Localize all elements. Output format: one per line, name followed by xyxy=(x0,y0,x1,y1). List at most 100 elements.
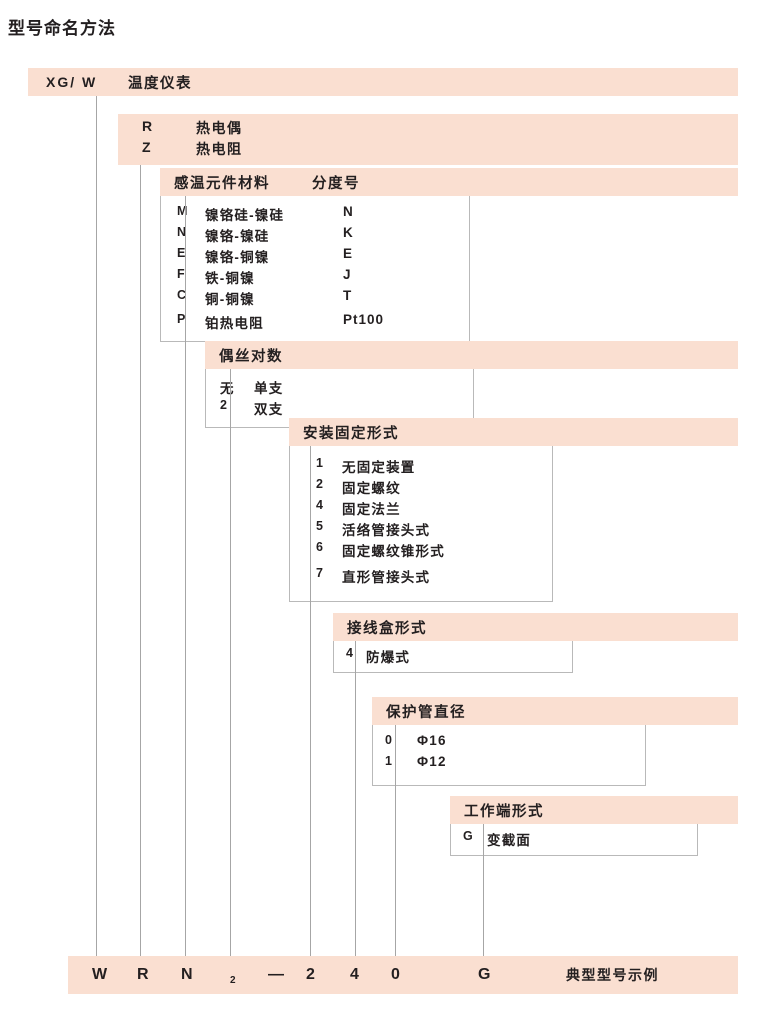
mounting-code-2: 2 xyxy=(316,477,324,491)
example-slot-g: G xyxy=(478,966,492,983)
list-item: R 热电偶 xyxy=(118,118,738,139)
example-note: 典型型号示例 xyxy=(566,967,659,983)
instrument-code: XG/ W xyxy=(46,74,98,90)
section-mounting: 安装固定形式 1 无固定装置 2 固定螺纹 4 固定法兰 5 活络管接头式 6 … xyxy=(289,418,738,602)
pairs-code-none: 无 xyxy=(220,381,235,396)
tube-label-0: Φ16 xyxy=(417,733,447,748)
connector-line-working-end xyxy=(483,824,484,956)
example-slot-0: 0 xyxy=(391,966,401,983)
material-label-c: 铜-铜镍 xyxy=(205,292,255,307)
mounting-code-5: 5 xyxy=(316,519,324,533)
material-label-n: 镍铬-镍硅 xyxy=(205,229,270,244)
list-item: F 铁-铜镍 J xyxy=(161,267,469,288)
mounting-code-7: 7 xyxy=(316,566,324,580)
type-band: R 热电偶 Z 热电阻 xyxy=(118,114,738,165)
example-slot-r: R xyxy=(137,966,150,983)
list-item: 4 固定法兰 xyxy=(290,498,552,519)
sensing-material-header: 感温元件材料 xyxy=(174,175,270,192)
junction-box-band: 接线盒形式 xyxy=(333,613,738,641)
grade-header: 分度号 xyxy=(312,175,360,192)
working-end-band: 工作端形式 xyxy=(450,796,738,824)
material-grade-e: E xyxy=(343,246,354,261)
connector-line-tube xyxy=(395,725,396,956)
material-grade-m: N xyxy=(343,204,354,219)
type-code-z: Z xyxy=(142,139,152,155)
material-label-f: 铁-铜镍 xyxy=(205,271,255,286)
material-code-f: F xyxy=(177,267,186,281)
mounting-band: 安装固定形式 xyxy=(289,418,738,446)
mounting-label-7: 直形管接头式 xyxy=(342,570,431,585)
example-slot-2: 2 xyxy=(306,966,316,983)
junction-label-4: 防爆式 xyxy=(366,650,411,665)
mounting-label-6: 固定螺纹锥形式 xyxy=(342,544,445,559)
example-slot-n: N xyxy=(181,966,194,983)
example-slot-4: 4 xyxy=(350,966,360,983)
section-junction-box: 接线盒形式 4 防爆式 xyxy=(333,613,738,673)
sensing-material-band: 感温元件材料 分度号 xyxy=(160,168,738,196)
material-code-c: C xyxy=(177,288,188,302)
pairs-code-2: 2 xyxy=(220,398,228,412)
junction-box-body: 4 防爆式 xyxy=(333,641,573,673)
type-label-z: 热电阻 xyxy=(196,141,243,157)
list-item: 0 Φ16 xyxy=(373,733,645,754)
material-label-p: 铂热电阻 xyxy=(205,316,264,331)
list-item: C 铜-铜镍 T xyxy=(161,288,469,309)
list-item: 5 活络管接头式 xyxy=(290,519,552,540)
section-type: R 热电偶 Z 热电阻 xyxy=(118,114,738,165)
section-wire-pairs: 偶丝对数 无 单支 2 双支 xyxy=(205,341,738,428)
section-working-end: 工作端形式 G 变截面 xyxy=(450,796,738,856)
example-slot-2sub: 2 xyxy=(230,975,237,986)
mounting-label-1: 无固定装置 xyxy=(342,460,416,475)
list-item: 1 无固定装置 xyxy=(290,456,552,477)
material-grade-f: J xyxy=(343,267,352,282)
junction-code-4: 4 xyxy=(346,646,354,660)
pairs-label-none: 单支 xyxy=(254,381,284,396)
working-end-label-g: 变截面 xyxy=(487,833,532,848)
list-item: 2 双支 xyxy=(206,398,473,419)
section-tube-diameter: 保护管直径 0 Φ16 1 Φ12 xyxy=(372,697,738,786)
tube-code-0: 0 xyxy=(385,733,393,747)
example-slot-w: W xyxy=(92,966,109,983)
list-item: 1 Φ12 xyxy=(373,754,645,775)
connector-line-pairs xyxy=(230,369,231,956)
material-label-m: 镍铬硅-镍硅 xyxy=(205,208,285,223)
material-code-m: M xyxy=(177,204,189,218)
mounting-label-2: 固定螺纹 xyxy=(342,481,401,496)
material-code-e: E xyxy=(177,246,187,260)
type-code-r: R xyxy=(142,118,154,134)
tube-diameter-body: 0 Φ16 1 Φ12 xyxy=(372,725,646,786)
working-end-code-g: G xyxy=(463,829,474,843)
list-item: P 铂热电阻 Pt100 xyxy=(161,309,469,333)
mounting-code-6: 6 xyxy=(316,540,324,554)
list-item: N 镍铬-镍硅 K xyxy=(161,225,469,246)
list-item: Z 热电阻 xyxy=(118,139,738,160)
list-item: 无 单支 xyxy=(206,377,473,398)
mounting-body: 1 无固定装置 2 固定螺纹 4 固定法兰 5 活络管接头式 6 固定螺纹锥形式… xyxy=(289,446,553,602)
material-grade-c: T xyxy=(343,288,353,303)
type-label-r: 热电偶 xyxy=(196,120,243,136)
section-sensing-material: 感温元件材料 分度号 M 镍铬硅-镍硅 N N 镍铬-镍硅 K E 镍铬-铜镍 … xyxy=(160,168,738,342)
page-title: 型号命名方法 xyxy=(8,19,116,38)
wire-pairs-header: 偶丝对数 xyxy=(219,348,283,365)
connector-line-type xyxy=(140,165,141,956)
material-grade-n: K xyxy=(343,225,354,240)
tube-diameter-header: 保护管直径 xyxy=(386,704,466,721)
mounting-header: 安装固定形式 xyxy=(303,425,399,442)
material-code-n: N xyxy=(177,225,188,239)
list-item: 6 固定螺纹锥形式 xyxy=(290,540,552,561)
tube-diameter-band: 保护管直径 xyxy=(372,697,738,725)
list-item: 2 固定螺纹 xyxy=(290,477,552,498)
tube-code-1: 1 xyxy=(385,754,393,768)
pairs-label-2: 双支 xyxy=(254,402,284,417)
mounting-code-1: 1 xyxy=(316,456,324,470)
connector-line-mounting xyxy=(310,446,311,956)
instrument-band: XG/ W 温度仪表 xyxy=(28,68,738,96)
connector-line-instrument xyxy=(96,96,97,956)
working-end-header: 工作端形式 xyxy=(464,803,544,820)
mounting-label-4: 固定法兰 xyxy=(342,502,401,517)
wire-pairs-band: 偶丝对数 xyxy=(205,341,738,369)
example-slot-dash: — xyxy=(268,966,285,983)
material-grade-p: Pt100 xyxy=(343,312,385,327)
example-band: W R N 2 — 2 4 0 G 典型型号示例 xyxy=(68,956,738,994)
list-item: G 变截面 xyxy=(451,829,697,850)
